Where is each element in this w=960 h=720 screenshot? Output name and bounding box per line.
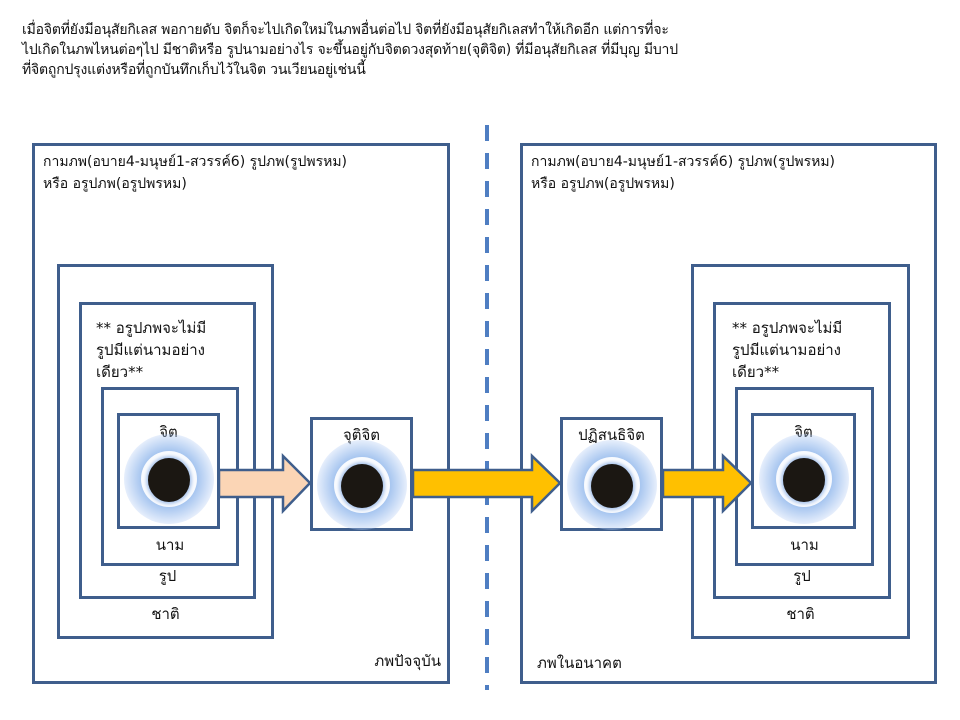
present-form-box: รูป ** อรูปภพจะไม่มี รูปมีแต่นามอย่าง เด… (79, 302, 256, 599)
intro-line: เมื่อจิตที่ยังมีอนุสัยกิเลส พอกายดับ จิต… (22, 22, 669, 38)
note-line: รูปมีแต่นามอย่าง (732, 341, 841, 359)
future-realms-line1: กามภพ(อบาย4-มนุษย์1-สวรรค์6) รูปภพ(รูปพร… (531, 154, 836, 170)
death-mind-orb-icon (317, 440, 407, 530)
present-form-label: รูป (158, 567, 177, 585)
present-existence-label: ภพปัจจุบัน (374, 652, 441, 670)
present-mind-box: จิต (117, 413, 220, 529)
note-line: เดียว** (732, 363, 780, 381)
present-realms-line1: กามภพ(อบาย4-มนุษย์1-สวรรค์6) รูปภพ(รูปพร… (43, 154, 348, 170)
note-line: ** อรูปภพจะไม่มี (96, 319, 207, 337)
future-form-label: รูป (793, 567, 811, 585)
rebirth-mind-orb-icon (567, 440, 657, 530)
present-arupa-note: ** อรูปภพจะไม่มี รูปมีแต่นามอย่าง เดียว*… (96, 317, 206, 383)
future-birth-box: ชาติ (691, 264, 910, 639)
future-birth-label: ชาติ (786, 605, 815, 623)
present-realms-line2: หรือ อรูปภพ(อรูปพรหม) (43, 176, 187, 192)
future-mind-orb-icon (759, 434, 849, 524)
future-existence-box: กามภพ(อบาย4-มนุษย์1-สวรรค์6) รูปภพ(รูปพร… (520, 143, 937, 684)
future-form-box: รูป ** อรูปภพจะไม่มี รูปมีแต่นามอย่าง เด… (713, 302, 891, 599)
death-consciousness-label: จุติจิต (342, 426, 381, 444)
present-birth-box: ชาติ (57, 264, 274, 639)
future-arupa-note: ** อรูปภพจะไม่มี รูปมีแต่นามอย่าง เดียว*… (732, 317, 842, 383)
note-line: ** อรูปภพจะไม่มี (732, 319, 843, 337)
note-line: เดียว** (96, 363, 144, 381)
death-consciousness-box: จุติจิต (310, 417, 413, 531)
present-existence-box: กามภพ(อบาย4-มนุษย์1-สวรรค์6) รูปภพ(รูปพร… (32, 143, 450, 684)
intro-line: ที่จิตถูกปรุงแต่งหรือที่ถูกบันทึกเก็บไว้… (22, 62, 366, 78)
present-name-label: นาม (155, 536, 185, 554)
present-future-divider (485, 125, 489, 690)
present-mind-orb-icon (124, 434, 214, 524)
future-existence-label: ภพในอนาคต (537, 654, 622, 672)
future-realms-line2: หรือ อรูปภพ(อรูปพรหม) (531, 176, 675, 192)
present-birth-label: ชาติ (151, 605, 180, 623)
rebirth-consciousness-label: ปฏิสนธิจิต (578, 426, 645, 444)
rebirth-consciousness-box: ปฏิสนธิจิต (560, 417, 663, 531)
future-mind-box: จิต (751, 413, 856, 529)
intro-paragraph: เมื่อจิตที่ยังมีอนุสัยกิเลส พอกายดับ จิต… (22, 20, 952, 80)
intro-line: ไปเกิดในภพไหนต่อๆไป มีชาติหรือ รูปนามอย่… (22, 42, 678, 58)
future-name-label: นาม (790, 536, 819, 554)
note-line: รูปมีแต่นามอย่าง (96, 341, 205, 359)
